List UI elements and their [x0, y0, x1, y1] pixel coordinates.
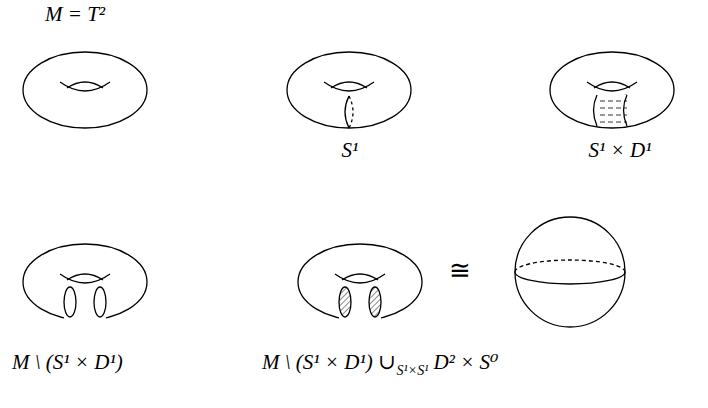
gluing-subscript: S¹×S¹ — [397, 364, 429, 378]
circle-label: S¹ — [342, 140, 359, 161]
torus-hole — [331, 82, 367, 88]
homeomorphic-symbol: ≅ — [449, 258, 471, 284]
torus-hole — [587, 82, 637, 91]
torus-hole — [67, 82, 103, 88]
meridian-circle — [345, 96, 349, 128]
space-label: M = T² — [45, 4, 105, 25]
removed-strip — [64, 292, 106, 408]
glued-label-part: D² × S⁰ — [433, 352, 498, 373]
sphere — [515, 217, 625, 327]
capping-disk — [339, 287, 351, 317]
band-edge — [594, 95, 598, 126]
capping-disk — [369, 287, 381, 317]
torus-hole — [594, 82, 630, 88]
band-label: S¹ × D¹ — [589, 140, 652, 161]
meridian-circle-back — [349, 96, 353, 128]
torus — [23, 52, 147, 128]
torus-hole — [335, 274, 385, 283]
torus-hole — [60, 274, 110, 283]
band-edge — [624, 95, 628, 126]
torus-hole — [67, 274, 103, 280]
torus-hole — [60, 82, 110, 91]
torus-hole — [342, 274, 378, 280]
equator-back — [515, 260, 625, 272]
torus — [287, 52, 411, 128]
boundary-circle — [94, 287, 106, 317]
boundary-circle — [64, 287, 76, 317]
torus — [550, 52, 674, 128]
equator — [515, 272, 625, 284]
band-hatching — [597, 94, 627, 126]
complement-label: M \ (S¹ × D¹) — [12, 352, 123, 373]
glued-label: M \ (S¹ × D¹) ∪ — [262, 352, 396, 373]
torus-hole — [324, 82, 374, 91]
